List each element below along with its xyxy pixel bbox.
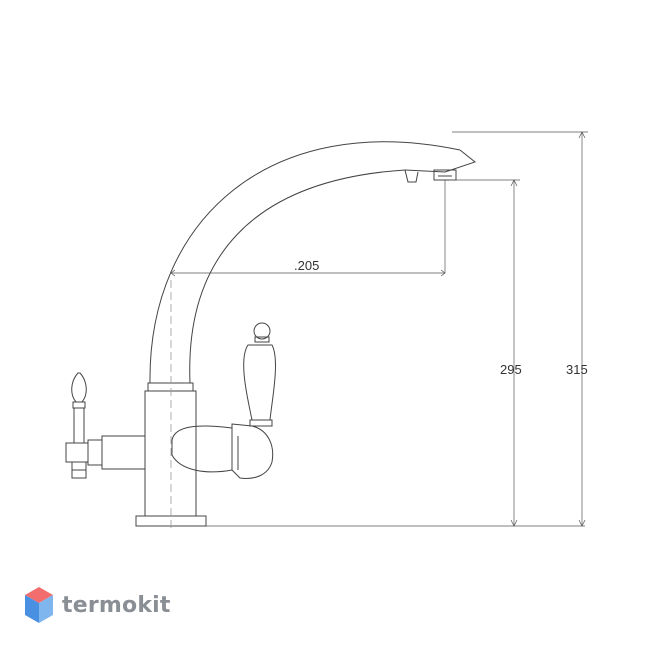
- total-height-label: 315: [566, 362, 588, 377]
- total-height-dimension: [452, 131, 588, 527]
- brand-name: termokit: [62, 592, 171, 618]
- cube-logo-icon: [25, 587, 53, 623]
- faucet-body: [144, 382, 197, 517]
- reach-dimension: [170, 180, 446, 277]
- spout-height-dimension: [450, 179, 520, 527]
- spout-height-label: 295: [500, 362, 522, 377]
- brand-logo: termokit: [24, 586, 171, 624]
- left-valve-handle: [65, 372, 146, 479]
- faucet-base: [135, 515, 585, 527]
- right-lever-handle: [171, 322, 276, 479]
- reach-label: .205: [294, 258, 319, 273]
- faucet-spout: [149, 141, 477, 384]
